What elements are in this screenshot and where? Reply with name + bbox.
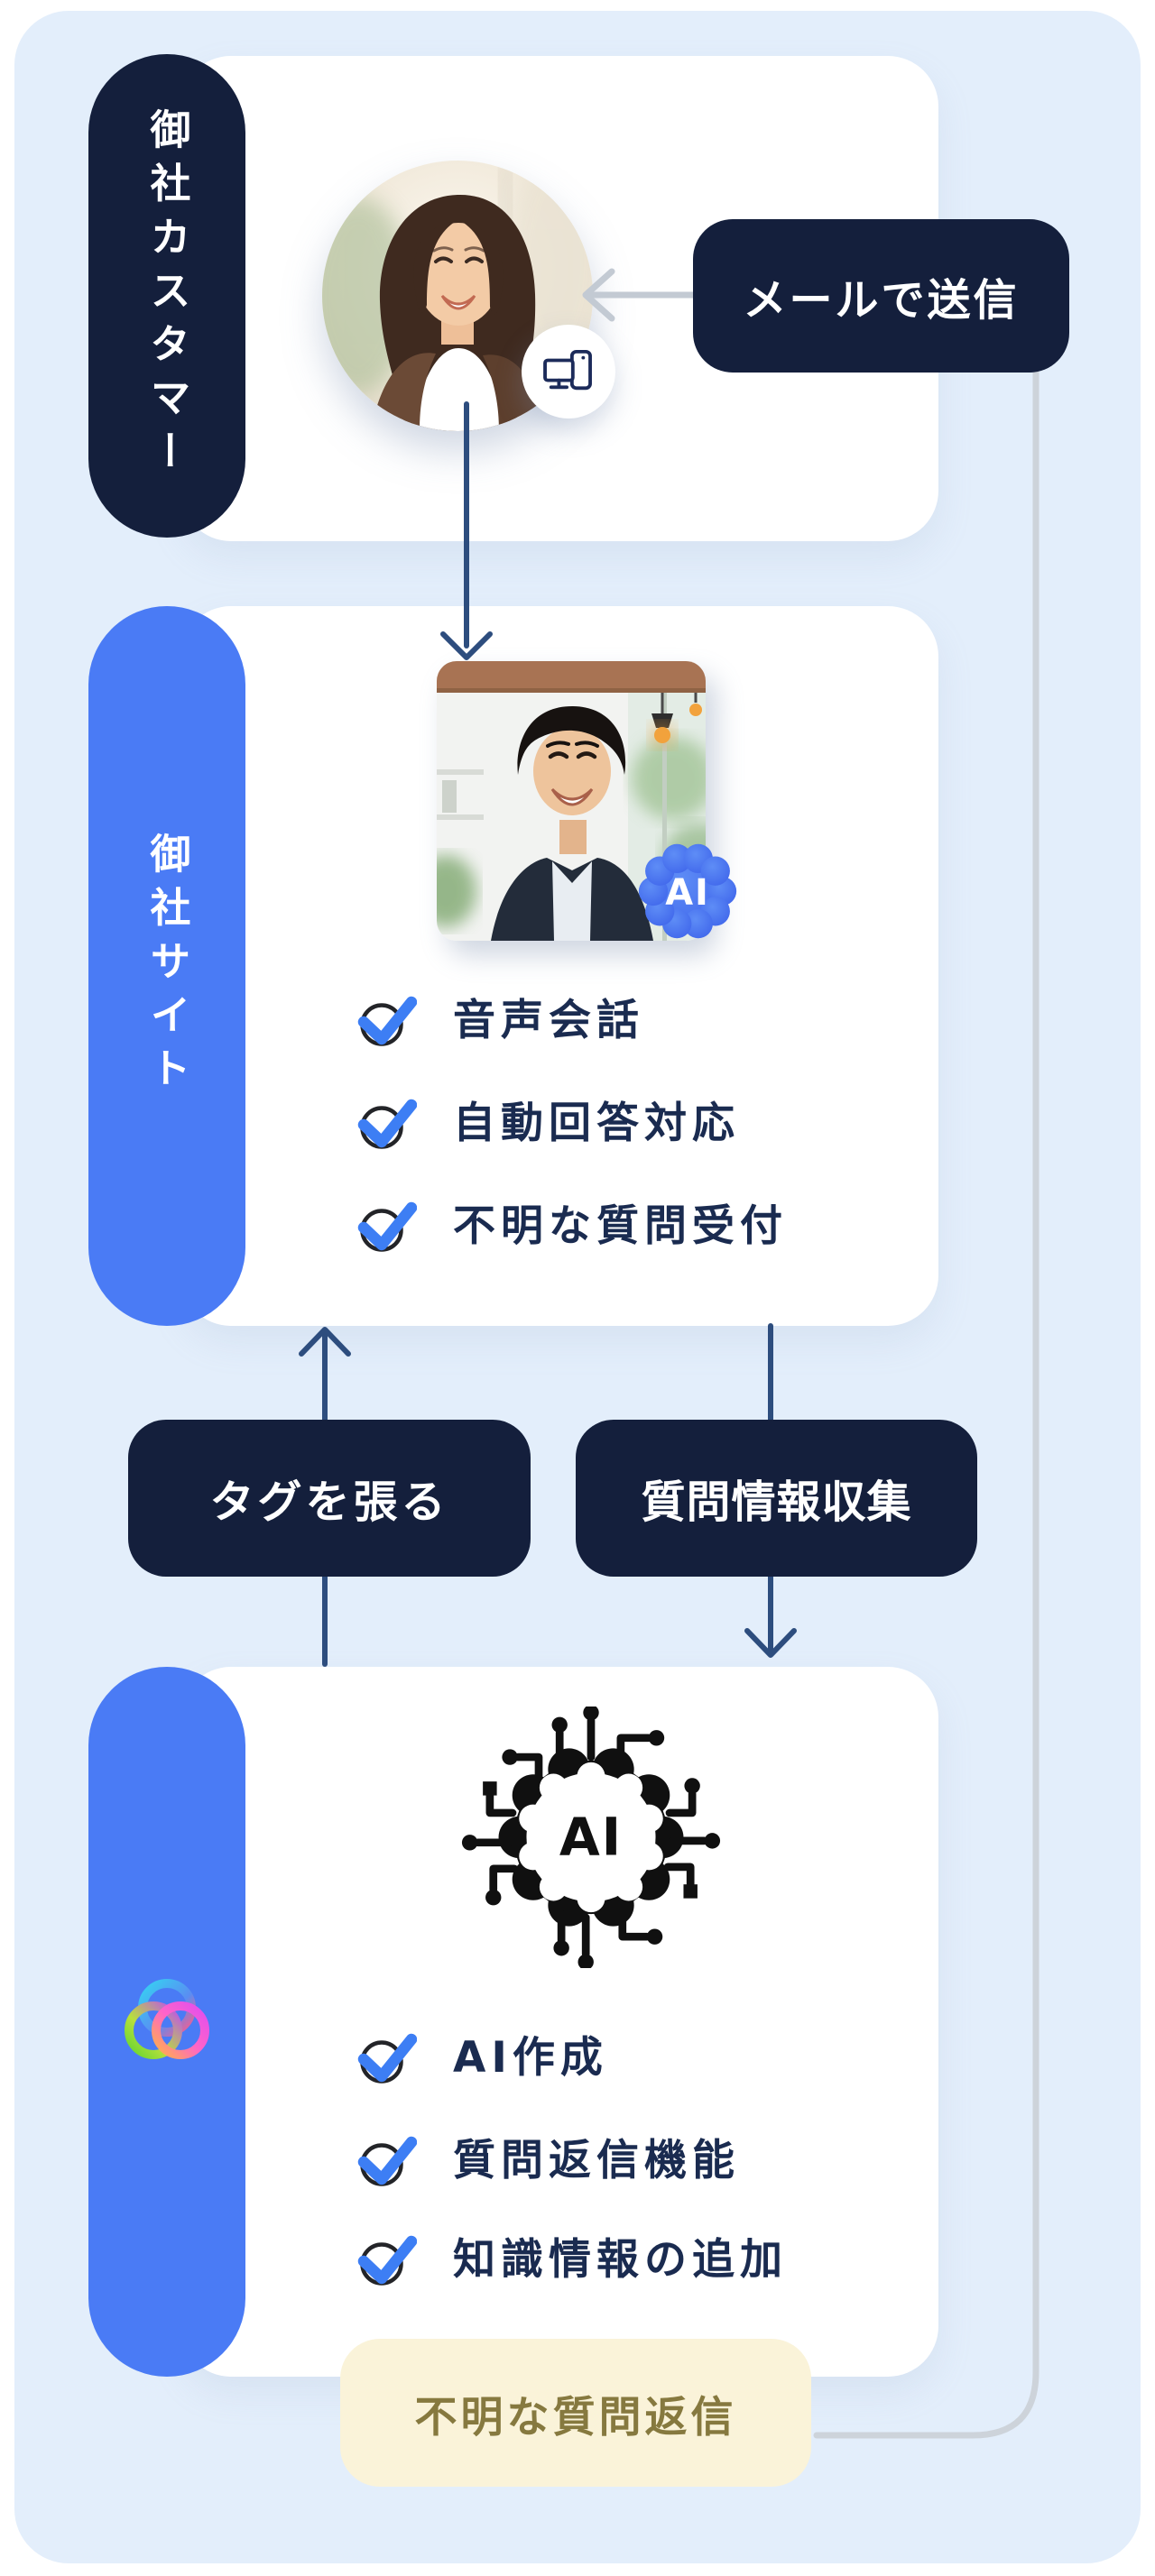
- lane-ai-pill: [88, 1667, 245, 2377]
- ai-checklist-label: 質問返信機能: [453, 2136, 740, 2185]
- rainbow-rings-logo: [125, 1978, 209, 2059]
- devices-bubble: [522, 325, 615, 419]
- devices-icon: [543, 349, 592, 391]
- ai-checklist-item: 質問返信機能: [357, 2130, 740, 2193]
- mail-send-badge: メールで送信: [693, 219, 1069, 373]
- circuit-traces: [473, 1716, 709, 1958]
- check-icon: [357, 996, 417, 1046]
- ai-checklist-label: 知識情報の追加: [453, 2235, 788, 2285]
- unknown-question-reply-label: 不明な質問返信: [414, 2392, 737, 2443]
- flower-shape: [638, 843, 737, 939]
- customer-avatar: [322, 161, 593, 431]
- site-checklist-item: 音声会話: [357, 989, 644, 1053]
- site-checklist-item: 自動回答対応: [357, 1092, 740, 1155]
- ai-flower-badge-label: AI: [665, 872, 710, 914]
- check-icon: [357, 1201, 417, 1252]
- collect-info-badge-label: 質問情報収集: [641, 1476, 912, 1528]
- customer-avatar-illustration: [322, 161, 593, 431]
- check-icon: [357, 2136, 417, 2186]
- unknown-question-reply-badge: 不明な質問返信: [340, 2339, 811, 2487]
- circuit-nodes: [461, 1705, 721, 1970]
- lane-customer-pill: 御社カスタマー: [88, 54, 245, 538]
- collect-info-badge: 質問情報収集: [576, 1420, 977, 1577]
- ai-flower-badge: AI: [636, 840, 739, 943]
- ai-brain-chip-icon: AI: [460, 1705, 722, 1970]
- site-checklist-label: 音声会話: [453, 996, 644, 1045]
- ai-checklist-label: AI作成: [453, 2033, 608, 2083]
- tag-badge: タグを張る: [128, 1420, 531, 1577]
- site-checklist-item: 不明な質問受付: [357, 1195, 788, 1258]
- check-icon: [357, 1099, 417, 1149]
- ai-brain-chip-label: AI: [559, 1806, 623, 1867]
- lane-site-label: 御社サイト: [143, 832, 191, 1100]
- ai-agent-avatar: [437, 661, 706, 941]
- ai-checklist-item: 知識情報の追加: [357, 2229, 788, 2292]
- mail-send-badge-label: メールで送信: [743, 275, 1020, 326]
- site-checklist-label: 自動回答対応: [453, 1099, 740, 1148]
- check-icon: [357, 2033, 417, 2084]
- lane-customer-label: 御社カスタマー: [143, 108, 191, 483]
- ai-agent-illustration: [437, 661, 706, 941]
- site-checklist-label: 不明な質問受付: [453, 1201, 788, 1251]
- lane-site-pill: 御社サイト: [88, 606, 245, 1326]
- ai-checklist-item: AI作成: [357, 2027, 608, 2090]
- check-icon: [357, 2235, 417, 2286]
- tag-badge-label: タグを張る: [209, 1476, 449, 1528]
